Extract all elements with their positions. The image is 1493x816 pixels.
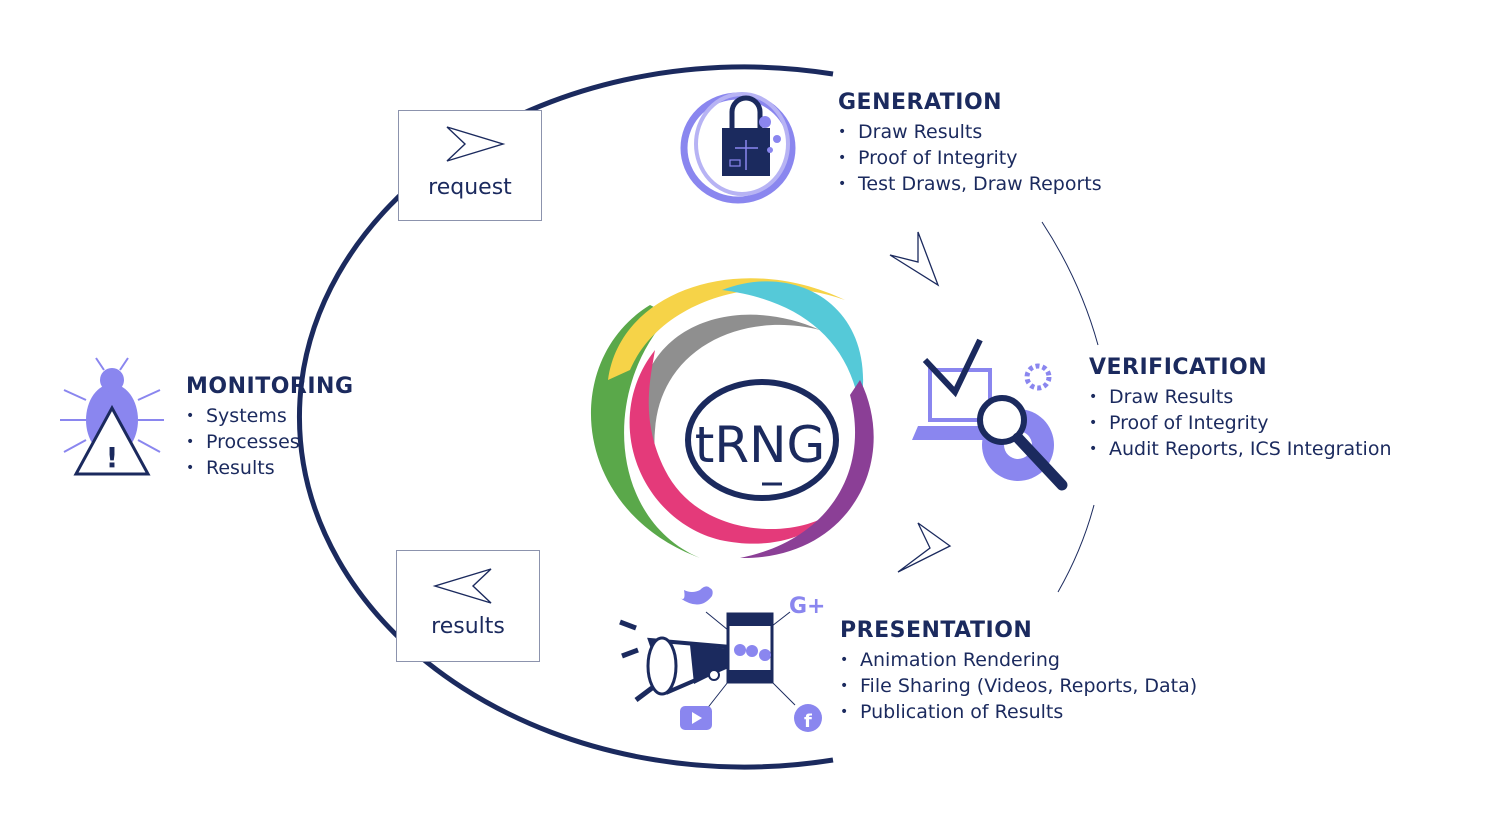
- svg-text:!: !: [106, 441, 119, 474]
- megaphone-filmstrip-icon: [619, 611, 796, 711]
- generation-title: GENERATION: [838, 90, 1003, 115]
- list-item: Processes: [186, 429, 354, 455]
- list-item: File Sharing (Videos, Reports, Data): [840, 673, 1197, 699]
- cycle-arc-right-upper: [1041, 221, 1099, 346]
- presentation-section: PRESENTATION Animation Rendering File Sh…: [840, 618, 1197, 725]
- facebook-icon: f: [794, 704, 822, 732]
- bug-warning-icon: !: [60, 357, 164, 476]
- trng-logo: tRNG: [590, 278, 874, 559]
- logo-ring: [685, 379, 839, 501]
- list-item: Systems: [186, 403, 354, 429]
- list-item: Audit Reports, ICS Integration: [1089, 436, 1392, 462]
- arrow-gen-to-verif: [889, 231, 940, 287]
- list-item: Proof of Integrity: [838, 145, 1102, 171]
- monitoring-section: MONITORING Systems Processes Results: [186, 374, 354, 481]
- list-item: Draw Results: [838, 119, 1102, 145]
- monitoring-title: MONITORING: [186, 374, 354, 399]
- list-item: Test Draws, Draw Reports: [838, 171, 1102, 197]
- presentation-title: PRESENTATION: [840, 618, 1033, 643]
- swirl-cyan: [722, 281, 864, 410]
- svg-text:G+: G+: [789, 594, 826, 619]
- arrow-verif-to-pres: [897, 522, 952, 573]
- list-item: Results: [186, 455, 354, 481]
- verification-title: VERIFICATION: [1089, 355, 1268, 380]
- results-label: results: [431, 614, 505, 639]
- cycle-arc-right-lower: [1057, 504, 1095, 593]
- list-item: Proof of Integrity: [1089, 410, 1392, 436]
- presentation-list: Animation Rendering File Sharing (Videos…: [840, 647, 1197, 725]
- twitter-icon: [680, 586, 713, 605]
- youtube-icon: [680, 706, 712, 730]
- list-item: Draw Results: [1089, 384, 1392, 410]
- swirl-yellow: [608, 278, 845, 380]
- verification-section: VERIFICATION Draw Results Proof of Integ…: [1089, 355, 1392, 462]
- monitoring-list: Systems Processes Results: [186, 403, 354, 481]
- list-item: Animation Rendering: [840, 647, 1197, 673]
- verification-list: Draw Results Proof of Integrity Audit Re…: [1089, 384, 1392, 462]
- generation-list: Draw Results Proof of Integrity Test Dra…: [838, 119, 1102, 197]
- padlock-icon: [680, 92, 796, 204]
- results-arrow-icon: [432, 568, 492, 604]
- request-box: request: [398, 110, 542, 221]
- google-plus-icon: G+: [789, 594, 826, 619]
- swirl-pink: [629, 350, 835, 544]
- generation-section: GENERATION Draw Results Proof of Integri…: [838, 90, 1102, 197]
- swirl-purple: [740, 380, 874, 559]
- magnifier-gear-icon: [912, 338, 1068, 491]
- request-label: request: [428, 175, 512, 200]
- results-box: results: [396, 550, 540, 662]
- logo-text: tRNG: [695, 416, 826, 474]
- svg-text:f: f: [804, 711, 812, 732]
- request-arrow-icon: [446, 126, 506, 162]
- list-item: Publication of Results: [840, 699, 1197, 725]
